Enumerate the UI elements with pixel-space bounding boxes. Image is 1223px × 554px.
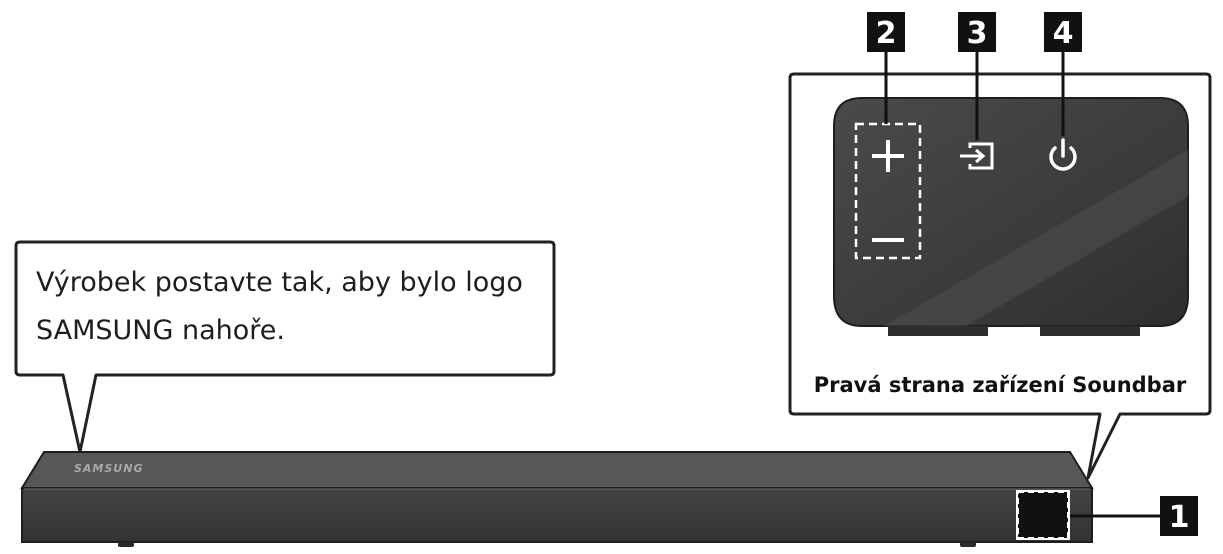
samsung-logo: SAMSUNG: [74, 462, 143, 475]
marker-1-box: [1160, 496, 1198, 536]
soundbar-foot-left: [118, 542, 134, 547]
control-area-marker: [1017, 491, 1069, 539]
marker-3-box: [958, 12, 996, 52]
soundbar-front-face: [21, 487, 1093, 543]
marker-3: 3: [967, 16, 988, 51]
marker-2: 2: [876, 16, 897, 51]
side-panel-sheen: [884, 150, 1188, 326]
side-panel-foot-right: [1040, 326, 1140, 336]
source-input-icon: [960, 142, 994, 170]
callout-bubble: [14, 240, 556, 454]
marker-4-box: [1044, 12, 1082, 52]
side-caption: Pravá strana zařízení Soundbar: [814, 373, 1187, 397]
marker-4: 4: [1053, 16, 1074, 51]
side-panel-foot-left: [888, 326, 988, 336]
plus-icon: [872, 140, 904, 172]
placement-callout: Výrobek postavte tak, aby bylo logo SAMS…: [14, 240, 556, 454]
side-panel: [833, 97, 1189, 327]
callout-line-1: Výrobek postavte tak, aby bylo logo: [36, 267, 523, 298]
soundbar-device: SAMSUNG 1: [20, 451, 1198, 547]
soundbar-top-face: [20, 451, 1094, 489]
marker-1: 1: [1169, 500, 1190, 535]
power-icon: [1049, 138, 1077, 171]
volume-buttons-frame: [854, 122, 922, 260]
marker-2-box: [867, 12, 905, 52]
soundbar-foot-right: [960, 542, 976, 547]
callout-line-2: SAMSUNG nahoře.: [36, 315, 285, 346]
side-detail-callout: 2 3 4 Pravá strana zařízení Soundbar: [788, 12, 1212, 480]
